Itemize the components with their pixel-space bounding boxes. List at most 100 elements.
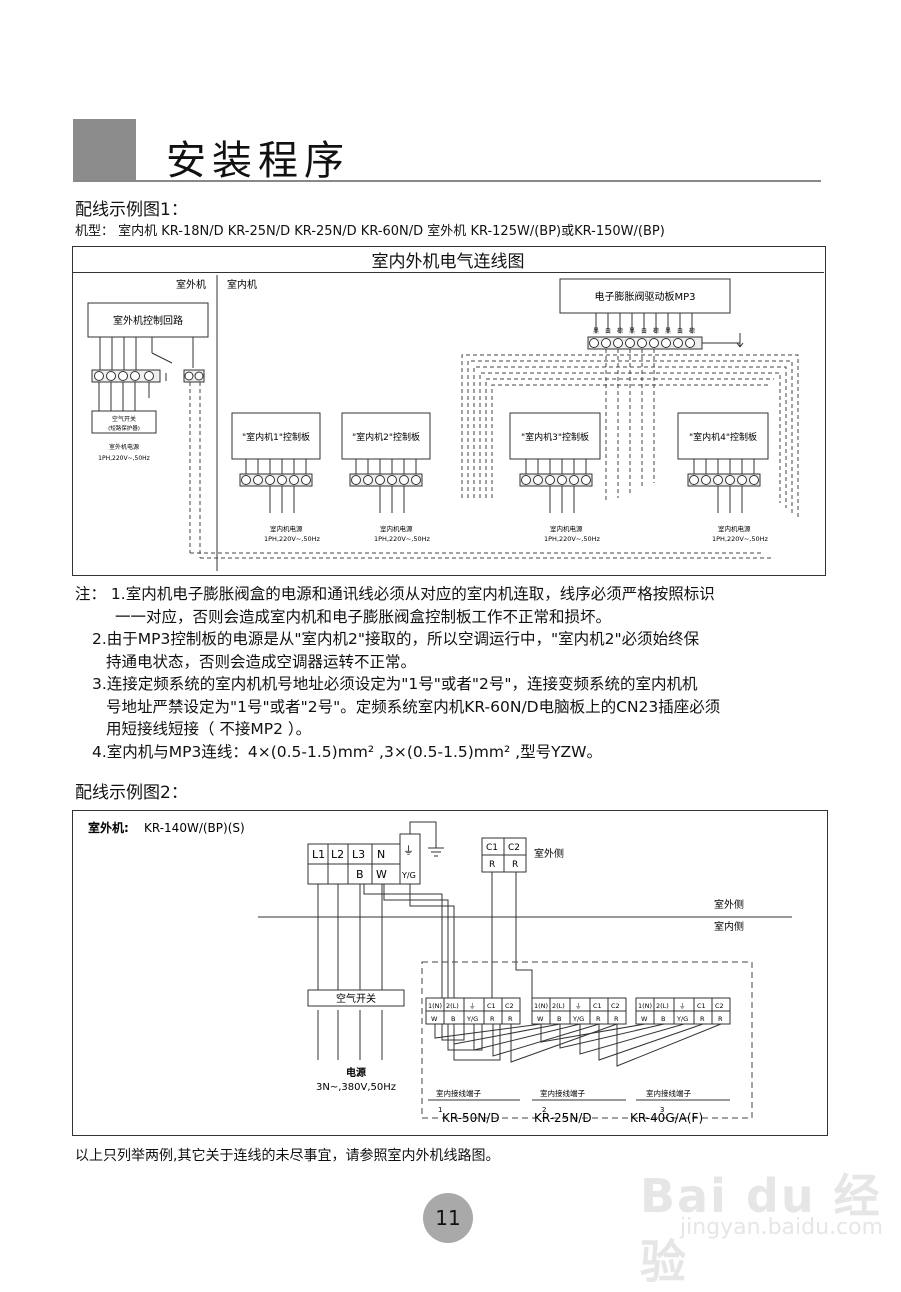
indoor-unit-3-model: KR-40G/A(F)	[630, 1111, 703, 1125]
indoor-board-1-label: "室内机1"控制板	[242, 431, 310, 443]
terminal-label: 2(L)	[656, 1002, 669, 1010]
terminal-label: R	[508, 1015, 513, 1023]
indoor-unit-1-index: 1	[438, 1106, 442, 1114]
terminal-label: W	[537, 1015, 544, 1023]
outdoor-terminal-n: N	[377, 848, 385, 861]
outdoor-terminal-strip	[307, 833, 421, 885]
example1-model-line: 机型： 室内机 KR-18N/D KR-25N/D KR-25N/D KR-60…	[75, 224, 665, 239]
indoor-terminal-caption-3: 室内接线端子	[646, 1088, 691, 1098]
mp3-wire-colors: 黑 白 棕 黑 白 棕 黑 白 棕	[593, 327, 695, 335]
mp3-wire-color: 棕	[653, 327, 659, 335]
note-line: 3.连接定频系统的室内机机号地址必须设定为"1号"或者"2号"，连接变频系统的室…	[92, 675, 698, 693]
terminal-label: 1(N)	[638, 1002, 652, 1010]
indoor-power-spec-1: 1PH,220V~,50Hz	[264, 535, 321, 543]
watermark-url: jingyan.baidu.com	[680, 1215, 884, 1240]
outdoor-air-switch	[91, 410, 157, 434]
indoor-terminal-caption-1: 室内接线端子	[436, 1088, 481, 1098]
terminal-label: B	[557, 1015, 561, 1023]
indoor-unit-2-index: 2	[542, 1106, 546, 1114]
terminal-label: C1	[487, 1002, 496, 1010]
indoor-terminal-3	[635, 997, 731, 1025]
mp3-board-box	[559, 278, 731, 314]
indoor-power-label-1: 室内机电源	[270, 524, 303, 533]
indoor-board-2: "室内机2"控制板	[341, 412, 431, 460]
outdoor-comm-r1: R	[489, 860, 495, 870]
watermark-logo: Bai du 经验	[640, 1169, 882, 1289]
example2-heading: 配线示例图2：	[75, 783, 188, 803]
outdoor-comm-c1: C1	[486, 843, 498, 853]
terminal-label: R	[596, 1015, 601, 1023]
terminal-label: R	[614, 1015, 619, 1023]
outdoor-comm-r2: R	[512, 860, 518, 870]
air-switch-box	[307, 989, 405, 1007]
outdoor-control-box	[87, 302, 209, 338]
mp3-wire-color: 黑	[593, 328, 599, 335]
indoor-board-2-label: "室内机2"控制板	[352, 431, 420, 443]
wiring-diagram-1-title: 室内外机电气连线图	[371, 252, 525, 272]
terminal-label: ⏚	[575, 1002, 582, 1010]
terminal-label: Y/G	[572, 1015, 584, 1023]
terminal-label: Y/G	[676, 1015, 688, 1023]
terminal-label: Y/G	[466, 1015, 478, 1023]
outdoor-air-switch-label: 空气开关	[112, 415, 136, 423]
outdoor-section-label: 室外机	[176, 278, 206, 291]
mp3-board-label: 电子膨胀阀驱动板MP3	[594, 290, 695, 303]
note-line: 4.室内机与MP3连线：4×(0.5-1.5)mm² ,3×(0.5-1.5)m…	[92, 742, 602, 761]
note-line: 注： 1.室内机电子膨胀阀盒的电源和通讯线必须从对应的室内机连取，线序必须严格按…	[75, 585, 715, 603]
mp3-wire-color: 黑	[665, 328, 671, 335]
terminal-label: W	[641, 1015, 648, 1023]
terminal-label: R	[718, 1015, 723, 1023]
terminal-label: R	[490, 1015, 495, 1023]
mp3-wire-color: 棕	[617, 327, 623, 335]
outdoor-unit-model: KR-140W/(BP)(S)	[144, 821, 245, 835]
wiring-diagram-2-drawing: 室外机: KR-140W/(BP)(S) L1 L2 L3 N ⏚ B W Y/…	[88, 820, 792, 1125]
power-label: 电源	[346, 1066, 366, 1079]
terminal-label: 2(L)	[552, 1002, 565, 1010]
terminal-label: B	[661, 1015, 665, 1023]
mp3-wire-color: 白	[677, 327, 683, 335]
example1-heading: 配线示例图1：	[75, 200, 188, 220]
indoor-terminal-caption-2: 室内接线端子	[540, 1088, 585, 1098]
wiring-diagram-1-drawing: 室外机 室内机 室外机控制回路 空气开关 (短路保护器) 室外机电源 1PH,2…	[87, 275, 799, 571]
indoor-unit-2-model: KR-25N/D	[534, 1111, 592, 1125]
terminal-label: W	[431, 1015, 438, 1023]
indoor-section-label: 室内机	[227, 278, 257, 291]
mp3-wire-color: 黑	[629, 328, 635, 335]
outdoor-side-label-top: 室外侧	[534, 847, 564, 860]
outdoor-protector-label: (短路保护器)	[108, 424, 140, 432]
indoor-terminal-2	[531, 997, 627, 1025]
outdoor-terminal-l3: L3	[352, 848, 365, 861]
mp3-wire-color: 白	[605, 327, 611, 335]
outdoor-comm-c2: C2	[508, 843, 520, 853]
outdoor-power-label: 室外机电源	[109, 443, 139, 451]
title-divider	[73, 180, 821, 182]
terminal-label: 1(N)	[534, 1002, 548, 1010]
wiring-diagram-1	[72, 246, 826, 576]
page-number: 11	[423, 1193, 473, 1243]
terminal-label: R	[700, 1015, 705, 1023]
mp3-wire-color: 棕	[689, 327, 695, 335]
indoor-board-3: "室内机3"控制板	[509, 412, 601, 460]
terminal-label: ⏚	[679, 1002, 686, 1010]
footer-note: 以上只列举两例,其它关于连线的未尽事宜，请参照室内外机线路图。	[75, 1148, 500, 1164]
notes-block: 注： 1.室内机电子膨胀阀盒的电源和通讯线必须从对应的室内机连取，线序必须严格按…	[75, 583, 835, 768]
terminal-label: 2(L)	[446, 1002, 459, 1010]
wiring-diagram-1-title-divider	[72, 272, 824, 273]
terminal-label: C1	[697, 1002, 706, 1010]
indoor-side-label: 室内侧	[714, 920, 744, 933]
indoor-unit-1-model: KR-50N/D	[442, 1111, 500, 1125]
indoor-power-label-3: 室内机电源	[550, 524, 583, 533]
indoor-board-1: "室内机1"控制板	[231, 412, 321, 460]
outdoor-comm-terminal	[481, 837, 527, 873]
note-line: 2.由于MP3控制板的电源是从"室内机2"接取的，所以空调运行中，"室内机2"必…	[92, 630, 700, 648]
note-line: 用短接线短接（ 不接MP2 ）。	[106, 720, 312, 738]
indoor-power-spec-2: 1PH,220V~,50Hz	[374, 535, 431, 543]
indoor-unit-3-index: 3	[660, 1106, 664, 1114]
outdoor-terminal-w: W	[376, 868, 387, 881]
title-marker-block	[73, 119, 136, 180]
outdoor-terminal-l1: L1	[312, 848, 325, 861]
terminal-label: C2	[505, 1002, 514, 1010]
indoor-terminal-labels: 1(N) 2(L) ⏚ C1 C2 W B Y/G R R 1(N) 2(L) …	[428, 1002, 724, 1023]
indoor-terminal-blocks	[239, 459, 761, 487]
indoor-board-4-label: "室内机4"控制板	[689, 431, 757, 443]
